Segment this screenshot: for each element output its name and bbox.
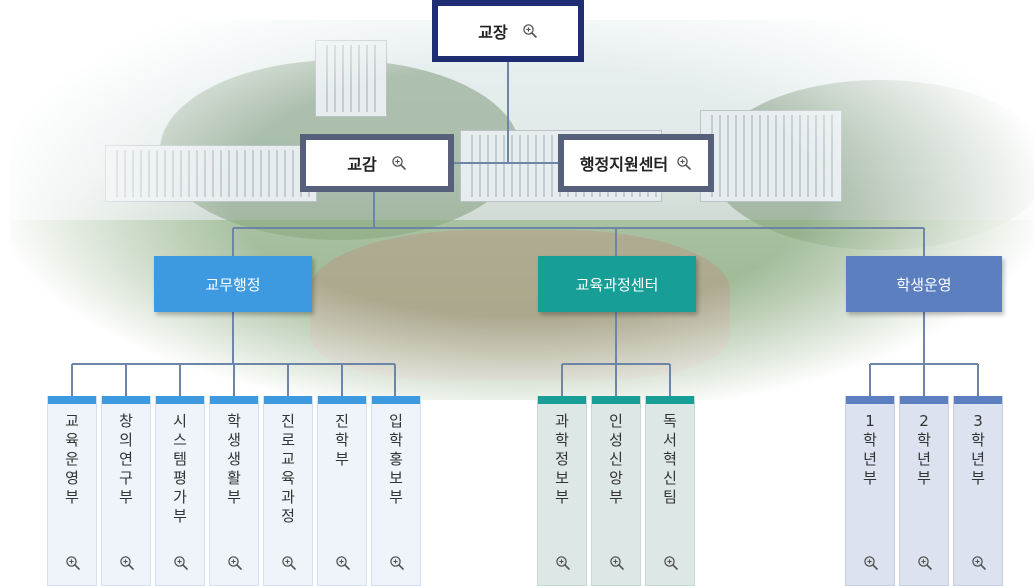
principal-box[interactable]: 교장 — [432, 0, 584, 62]
department-color-bar — [48, 396, 96, 404]
zoom-in-icon[interactable] — [173, 555, 189, 571]
department-color-bar — [846, 396, 894, 404]
department-color-bar — [318, 396, 366, 404]
zoom-in-icon[interactable] — [119, 555, 135, 571]
department-color-bar — [646, 396, 694, 404]
department-color-bar — [538, 396, 586, 404]
zoom-in-icon[interactable] — [65, 555, 81, 571]
division-curriculum-center[interactable]: 교육과정센터 — [538, 256, 696, 312]
division-label: 교무행정 — [205, 275, 261, 294]
department-color-bar — [592, 396, 640, 404]
department-color-bar — [900, 396, 948, 404]
vice-principal-label: 교감 — [347, 155, 377, 174]
zoom-in-icon[interactable] — [863, 555, 879, 571]
zoom-in-icon[interactable] — [227, 555, 243, 571]
division-label: 교육과정센터 — [575, 275, 659, 294]
zoom-in-icon[interactable] — [663, 555, 679, 571]
zoom-in-icon[interactable] — [335, 555, 351, 571]
admin-center-box[interactable]: 행정지원센터 — [558, 134, 714, 192]
department-color-bar — [210, 396, 258, 404]
zoom-in-icon[interactable] — [391, 155, 407, 171]
zoom-in-icon[interactable] — [281, 555, 297, 571]
principal-label: 교장 — [478, 23, 508, 42]
zoom-in-icon[interactable] — [522, 23, 538, 39]
department-color-bar — [954, 396, 1002, 404]
vice-principal-box[interactable]: 교감 — [300, 134, 454, 192]
division-student-affairs[interactable]: 학생운영 — [846, 256, 1002, 312]
department-color-bar — [372, 396, 420, 404]
zoom-in-icon[interactable] — [555, 555, 571, 571]
department-color-bar — [156, 396, 204, 404]
department-color-bar — [102, 396, 150, 404]
department-color-bar — [264, 396, 312, 404]
zoom-in-icon[interactable] — [917, 555, 933, 571]
zoom-in-icon[interactable] — [971, 555, 987, 571]
zoom-in-icon[interactable] — [676, 155, 692, 171]
division-academic-admin[interactable]: 교무행정 — [154, 256, 312, 312]
admin-center-label: 행정지원센터 — [579, 155, 669, 174]
zoom-in-icon[interactable] — [389, 555, 405, 571]
zoom-in-icon[interactable] — [609, 555, 625, 571]
division-label: 학생운영 — [896, 275, 952, 294]
